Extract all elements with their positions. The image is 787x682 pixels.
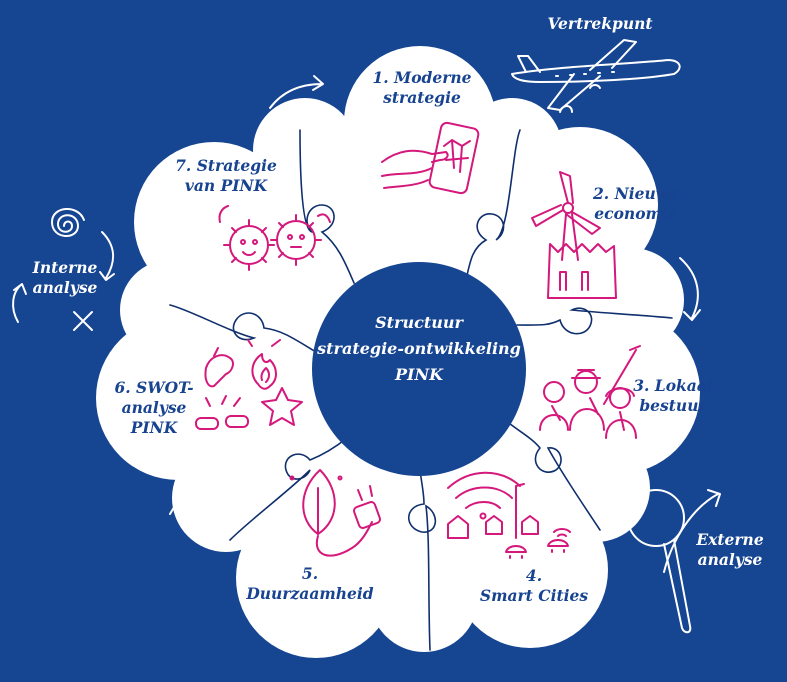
arrow-left-icon <box>169 503 215 549</box>
swot-icons <box>195 339 303 430</box>
sparkle-icon <box>73 311 93 331</box>
smartphone-map-icon <box>381 121 480 195</box>
puzzle-seams <box>169 129 673 651</box>
external-analysis-label: Externe analyse <box>696 530 764 569</box>
people-group-icon <box>539 345 641 439</box>
segment-4-label: 4. Smart Cities <box>479 566 589 605</box>
cycle-arrows <box>12 75 721 573</box>
arrow-internal-left-icon <box>12 283 27 323</box>
departure-label: Vertrekpunt <box>547 14 653 33</box>
center-hub <box>312 262 526 476</box>
segment-3-label: 3. Lokaal bestuur <box>633 376 713 415</box>
wind-turbine-factory-icon <box>531 171 617 299</box>
center-title: Structuur strategie-ontwikkeling PINK <box>317 313 521 384</box>
segment-7-label: 7. Strategie van PINK <box>175 156 277 195</box>
gears-faces-icon <box>218 205 331 271</box>
segment-6-label: 6. SWOT- analyse PINK <box>114 378 194 437</box>
segment-5-label: 5. Duurzaamheid <box>246 564 374 603</box>
arrow-external-icon <box>663 489 721 573</box>
segment-1-label: 1. Moderne strategie <box>372 68 472 107</box>
arrow-top-icon <box>269 75 324 109</box>
leaf-plug-icon <box>289 469 381 557</box>
arrow-internal-icon <box>99 231 115 281</box>
magnifier-icon <box>627 489 692 634</box>
spiral-icon <box>51 208 85 237</box>
segment-2-label: 2. Nieuwe economie <box>593 184 679 223</box>
airplane-icon <box>511 39 681 113</box>
arrow-right-icon <box>679 257 701 321</box>
smart-city-icon <box>447 471 571 559</box>
internal-analysis-label: Interne analyse <box>32 258 98 297</box>
